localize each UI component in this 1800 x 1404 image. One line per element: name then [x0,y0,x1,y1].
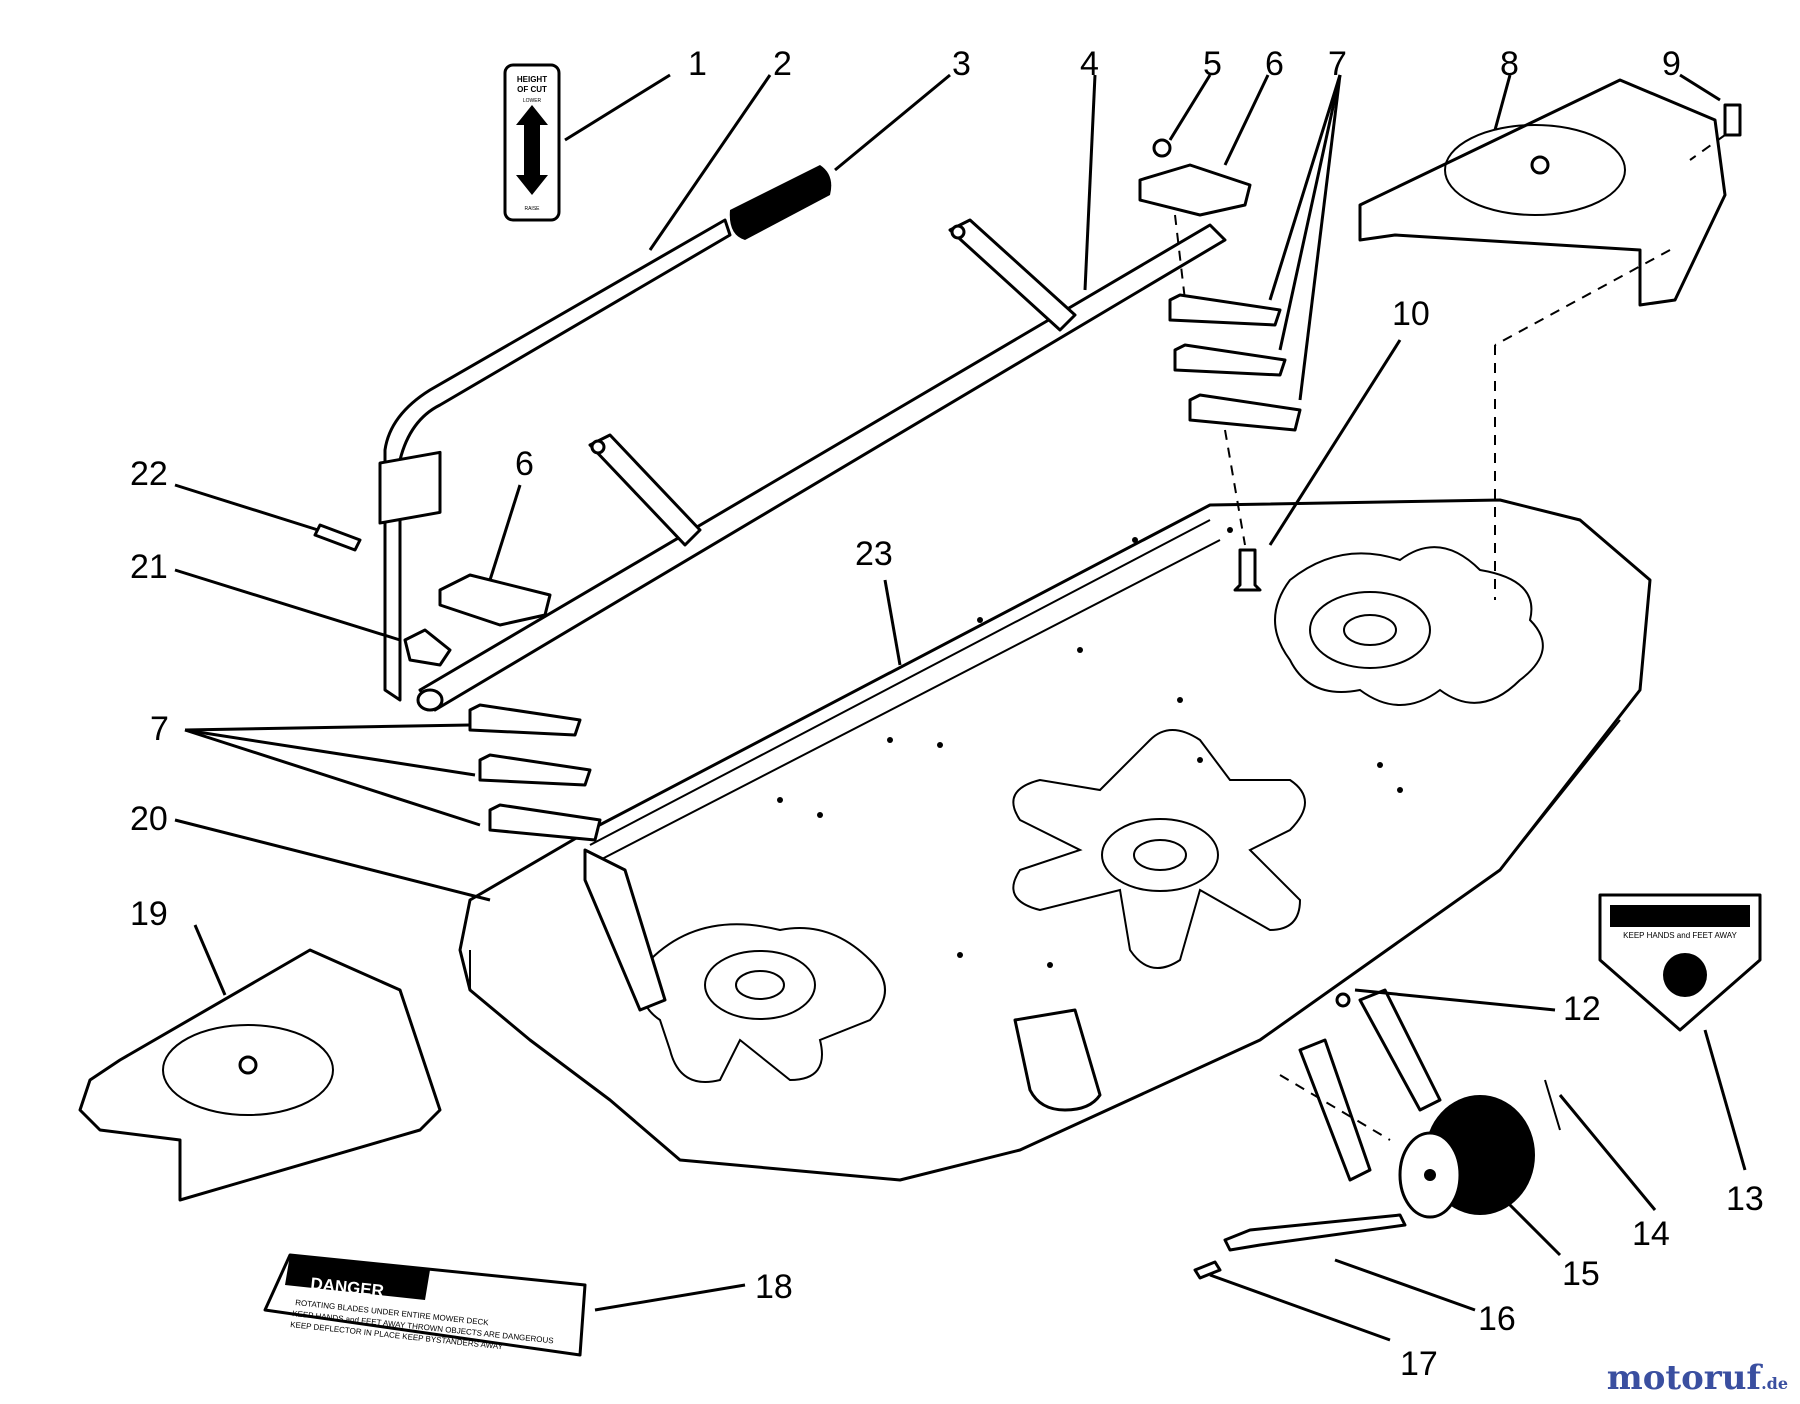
warning-decal-text: KEEP HANDS and FEET AWAY [1623,931,1737,940]
callout-13: 13 [1726,1180,1764,1218]
callout-7-top: 7 [1328,45,1347,83]
callout-20: 20 [130,800,168,838]
callouts: 1 2 3 4 5 6 7 8 9 10 22 6 21 23 7 20 19 … [130,45,1764,1383]
callout-2: 2 [773,45,792,83]
bracket-left [438,573,552,627]
callout-14: 14 [1632,1215,1670,1253]
shims-top [1168,293,1302,432]
callout-4: 4 [1080,45,1099,83]
callout-17: 17 [1400,1345,1438,1383]
callout-3: 3 [952,45,971,83]
axle [1223,1213,1407,1252]
deck-holes [777,527,1403,968]
watermark-logo: motoruf.de [1606,1358,1788,1398]
callout-23: 23 [855,535,893,573]
nut [1152,138,1172,158]
clip [403,628,452,667]
height-of-cut-decal-arrow [516,105,548,195]
lift-shaft [416,218,1227,712]
bolt [1233,548,1262,592]
callout-15: 15 [1562,1255,1600,1293]
bracket-top [1138,163,1252,217]
callout-6-top: 6 [1265,45,1284,83]
wheel [1398,1095,1535,1219]
danger-decal: DANGER ROTATING BLADES UNDER ENTIRE MOWE… [263,1253,587,1357]
callout-1: 1 [688,45,707,83]
cap-screw [1723,103,1742,137]
height-of-cut-decal: HEIGHT OF CUT LOWER RAISE [503,63,561,222]
pulley-cutout-right [1274,546,1544,706]
callout-19: 19 [130,895,168,933]
callout-10: 10 [1392,295,1430,333]
callout-6-left: 6 [515,445,534,483]
axle-bolt [1193,1260,1222,1280]
height-of-cut-decal-line1: HEIGHT [517,75,547,84]
shim [478,753,592,787]
lift-handle [378,218,732,702]
warning-decal: KEEP HANDS and FEET AWAY [1598,893,1762,1032]
right-belt-cover [1358,78,1727,307]
callout-16: 16 [1478,1300,1516,1338]
callout-22: 22 [130,455,168,493]
callout-21: 21 [130,548,168,586]
pulley-cutout-left [641,923,886,1083]
mower-deck [458,498,1652,1182]
pulley-cutout-center [1012,729,1306,969]
callout-18: 18 [755,1268,793,1306]
callout-7-left: 7 [150,710,169,748]
leader-lines [174,73,1747,1342]
callout-9: 9 [1662,45,1681,83]
callout-8: 8 [1500,45,1519,83]
handle-grip [729,165,832,240]
anti-scalp-wheel-assembly [1193,988,1561,1280]
shims-left [468,703,602,842]
callout-12: 12 [1563,990,1601,1028]
cotter-pin [1544,1079,1561,1131]
callout-5: 5 [1203,45,1222,83]
height-adjust-plate [583,848,667,1012]
height-of-cut-decal-line2: OF CUT [517,85,547,94]
alignment-lines [1174,134,1726,1141]
height-of-cut-decal-top: LOWER [523,98,542,104]
height-of-cut-decal-bottom: RAISE [524,206,540,212]
deflector-chute [1013,1008,1102,1112]
pin [313,523,362,552]
left-belt-cover [78,948,442,1202]
